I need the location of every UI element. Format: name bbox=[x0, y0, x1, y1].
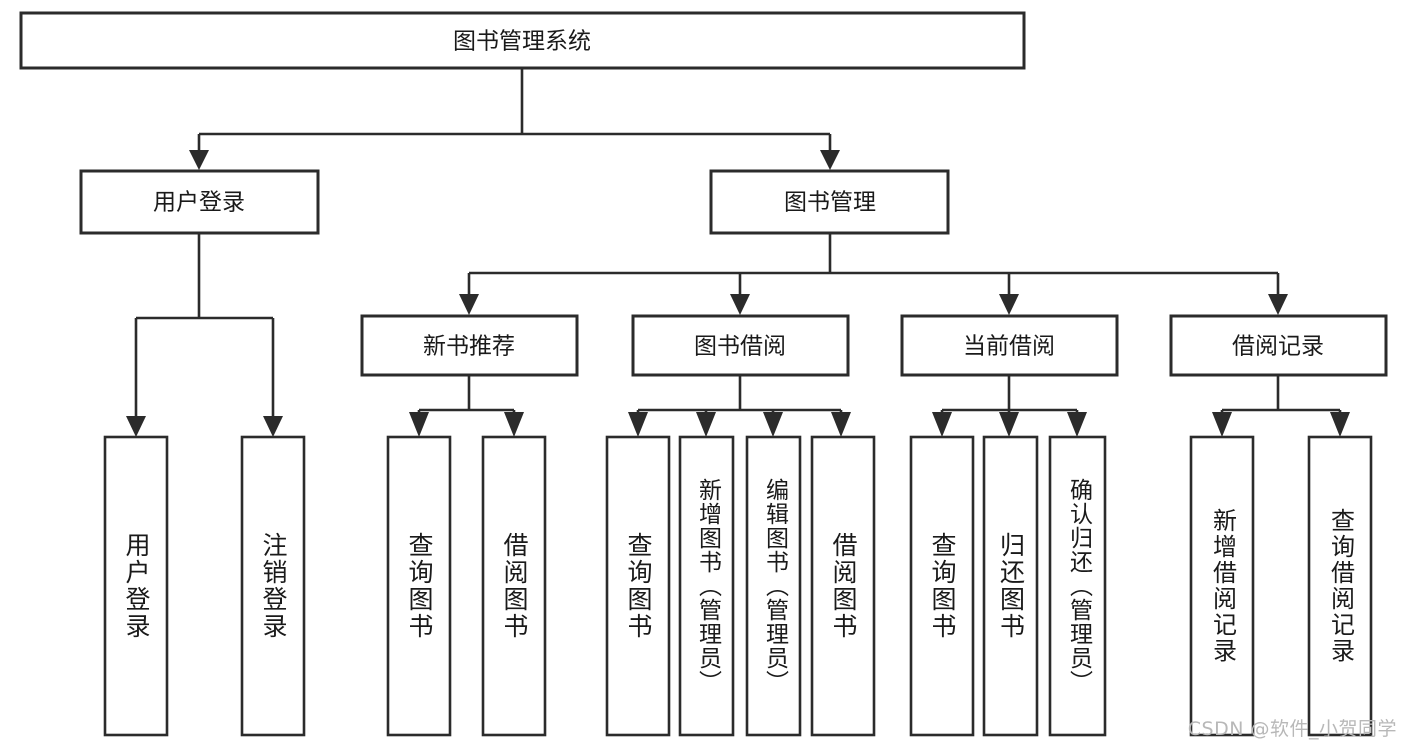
node-box-leaf-user-login[interactable] bbox=[103, 435, 169, 737]
arrow-to-leaf-query-book-1 bbox=[409, 412, 429, 437]
arrow-to-leaf-borrow-book-1 bbox=[504, 412, 524, 437]
connector-group-borrow-record bbox=[1212, 375, 1350, 437]
node-box-leaf-return-book[interactable] bbox=[982, 435, 1039, 737]
arrow-to-leaf-borrow-book-2 bbox=[831, 412, 851, 437]
arrow-to-new-book-recommend bbox=[459, 294, 479, 315]
node-box-leaf-query-book-3[interactable] bbox=[909, 435, 975, 737]
node-label-current-borrow: 当前借阅 bbox=[963, 334, 1055, 360]
node-book-management[interactable]: 图书管理 bbox=[709, 169, 950, 235]
arrow-to-leaf-query-record bbox=[1330, 412, 1350, 437]
node-user-login[interactable]: 用户登录 bbox=[79, 169, 320, 235]
arrow-to-leaf-confirm-return bbox=[1067, 412, 1087, 437]
node-box-leaf-borrow-book-2[interactable] bbox=[810, 435, 876, 737]
arrow-to-book-borrow bbox=[730, 294, 750, 315]
arrow-to-leaf-add-book bbox=[696, 412, 716, 437]
arrow-to-leaf-return-book bbox=[999, 412, 1019, 437]
node-box-user-login[interactable] bbox=[79, 169, 320, 235]
node-box-leaf-add-record[interactable] bbox=[1189, 435, 1255, 737]
node-box-leaf-logout-login[interactable] bbox=[240, 435, 306, 737]
connector-group-root bbox=[189, 69, 840, 170]
node-box-leaf-query-record[interactable] bbox=[1307, 435, 1373, 737]
node-box-new-book-recommend[interactable] bbox=[360, 314, 579, 377]
arrow-root-to-user-login bbox=[189, 150, 209, 170]
csdn-watermark: CSDN @软件_小贺同学 bbox=[1187, 718, 1397, 740]
node-new-book-recommend[interactable]: 新书推荐 bbox=[360, 314, 579, 377]
arrow-to-leaf-add-record bbox=[1212, 412, 1232, 437]
connector-group-current-borrow bbox=[932, 375, 1087, 437]
node-box-leaf-confirm-return[interactable] bbox=[1048, 435, 1107, 737]
node-current-borrow[interactable]: 当前借阅 bbox=[900, 314, 1119, 377]
arrow-root-to-book-management bbox=[820, 150, 840, 170]
node-label-book-management: 图书管理 bbox=[784, 190, 876, 216]
arrow-to-leaf-edit-book bbox=[763, 412, 783, 437]
node-label-new-book-recommend: 新书推荐 bbox=[423, 334, 515, 360]
node-box-leaf-edit-book[interactable] bbox=[745, 435, 802, 737]
node-box-book-borrow[interactable] bbox=[631, 314, 850, 377]
node-label-book-borrow: 图书借阅 bbox=[694, 334, 786, 360]
node-label-borrow-record: 借阅记录 bbox=[1232, 334, 1324, 360]
node-borrow-record[interactable]: 借阅记录 bbox=[1169, 314, 1388, 377]
node-box-leaf-query-book-1[interactable] bbox=[386, 435, 452, 737]
node-box-leaf-add-book[interactable] bbox=[678, 435, 735, 737]
connector-group-user-login bbox=[126, 233, 283, 437]
node-box-leaf-borrow-book-1[interactable] bbox=[481, 435, 547, 737]
node-title-root[interactable]: 图书管理系统 bbox=[19, 11, 1026, 70]
arrow-to-borrow-record bbox=[1268, 294, 1288, 315]
arrow-to-leaf-query-book-3 bbox=[932, 412, 952, 437]
node-label-user-login: 用户登录 bbox=[153, 190, 245, 216]
node-box-book-management[interactable] bbox=[709, 169, 950, 235]
node-box-borrow-record[interactable] bbox=[1169, 314, 1388, 377]
connector-group-new-book-recommend bbox=[409, 375, 524, 437]
node-book-borrow[interactable]: 图书借阅 bbox=[631, 314, 850, 377]
arrow-to-leaf-logout-login bbox=[263, 416, 283, 437]
arrow-to-leaf-query-book-2 bbox=[628, 412, 648, 437]
node-label-root: 图书管理系统 bbox=[453, 29, 591, 55]
connector-group-book-borrow bbox=[628, 375, 851, 437]
node-box-current-borrow[interactable] bbox=[900, 314, 1119, 377]
arrow-to-current-borrow bbox=[999, 294, 1019, 315]
connector-group-book-management bbox=[459, 233, 1288, 315]
node-box-root[interactable] bbox=[19, 11, 1026, 70]
node-box-leaf-query-book-2[interactable] bbox=[605, 435, 671, 737]
leaf-boxes bbox=[103, 435, 1373, 737]
arrow-to-leaf-user-login bbox=[126, 416, 146, 437]
